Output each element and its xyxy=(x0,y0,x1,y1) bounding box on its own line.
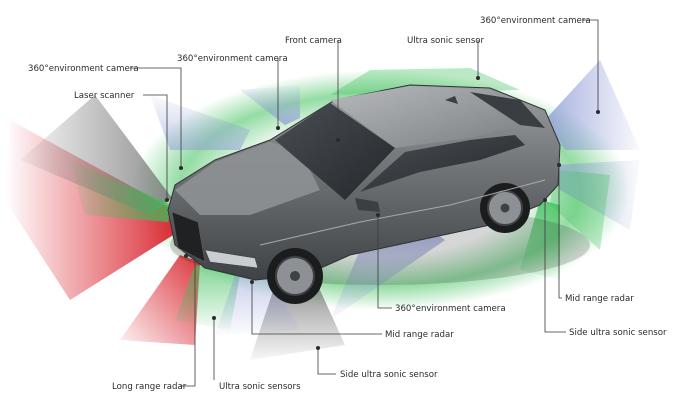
rear-hub xyxy=(501,204,510,213)
label-side-ultra-sonic-bottom: Side ultra sonic sensor xyxy=(340,370,438,380)
leader-side-ultra-bottom xyxy=(318,348,336,374)
dot-mirror-camera xyxy=(276,126,280,130)
dot-bottom-camera xyxy=(376,213,380,217)
label-top-right-camera: 360°environment camera xyxy=(480,16,591,26)
dot-laser-scanner xyxy=(165,198,169,202)
label-ultra-sonic-sensor: Ultra sonic sensor xyxy=(407,36,485,46)
dot-long-range-radar xyxy=(184,254,188,258)
label-bottom-camera: 360°environment camera xyxy=(395,304,506,314)
label-ultra-sonic-sensors: Ultra sonic sensors xyxy=(219,382,301,392)
label-mid-range-radar-bottom: Mid range radar xyxy=(385,330,454,340)
label-side-ultra-sonic-right: Side ultra sonic sensor xyxy=(569,328,667,338)
dot-mid-range-bottom xyxy=(250,280,254,284)
label-left-camera: 360°environment camera xyxy=(28,64,139,74)
dot-side-ultra-bottom xyxy=(316,346,320,350)
label-mid-range-radar-right: Mid range radar xyxy=(565,294,634,304)
label-mirror-camera: 360°environment camera xyxy=(177,54,288,64)
dot-side-ultra-right xyxy=(543,198,547,202)
dot-ultra-sonic-sensors xyxy=(212,316,216,320)
label-long-range-radar: Long range radar xyxy=(112,382,187,392)
dot-ultra-sonic xyxy=(476,76,480,80)
label-front-camera: Front camera xyxy=(285,36,342,46)
dot-front-camera xyxy=(336,138,340,142)
dot-left-camera xyxy=(179,166,183,170)
rear-camera-field xyxy=(545,60,640,150)
front-hub xyxy=(290,271,300,281)
label-laser-scanner: Laser scanner xyxy=(74,91,135,101)
dot-top-right-camera xyxy=(596,110,600,114)
dot-mid-range-right xyxy=(557,163,561,167)
